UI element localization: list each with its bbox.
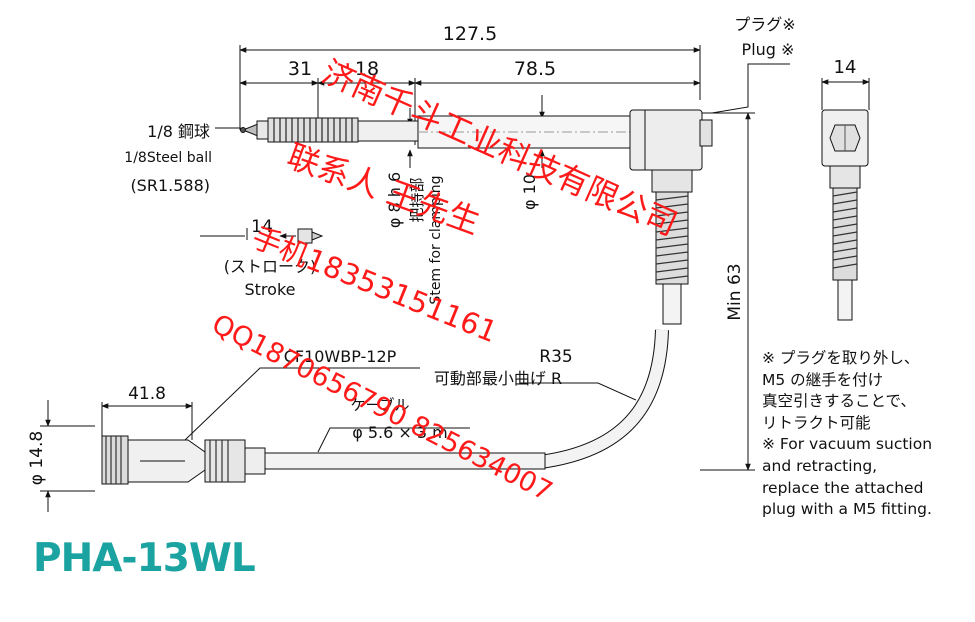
- dim-phi-8h6: φ 8 h 6: [385, 172, 404, 228]
- dim-31: 31: [288, 58, 312, 80]
- clamp-label-en: Stem for clamping: [428, 175, 444, 304]
- dim-41-8: 41.8: [128, 384, 166, 404]
- watermark-line-2: 联系人 王先生: [282, 137, 485, 242]
- clamp-label-jp: 把持部: [408, 177, 426, 222]
- cable-spec: φ 5.6 × 3 m: [352, 423, 448, 442]
- note-line: and retracting,: [762, 456, 878, 475]
- note-line: リトラクト可能: [762, 413, 871, 432]
- plug-label-en: Plug ※: [742, 40, 795, 59]
- probe-body: [101, 109, 713, 485]
- dim-18: 18: [355, 58, 379, 80]
- connector-label: CF10WBP-12P: [284, 347, 397, 366]
- model-name: PHA-13WL: [33, 536, 256, 581]
- steel-ball-sr: (SR1.588): [130, 176, 210, 195]
- stroke-label-en: Stroke: [245, 280, 296, 299]
- note-line: ※ プラグを取り外し、: [762, 349, 920, 367]
- dim-stroke-14: 14: [251, 217, 273, 237]
- bend-radius-label: 可動部最小曲げ R: [434, 369, 562, 388]
- dim-phi-10: φ 10: [520, 174, 539, 210]
- dim-overall-length: 127.5: [443, 23, 497, 45]
- side-view: [821, 109, 869, 321]
- note-line: ※ For vacuum suction: [762, 435, 933, 454]
- note-line: replace the attached: [762, 478, 924, 497]
- note-line: plug with a M5 fitting.: [762, 500, 932, 519]
- steel-ball-label-en: 1/8Steel ball: [124, 150, 212, 166]
- dim-min-63: Min 63: [725, 263, 745, 320]
- steel-ball-label-jp: 1/8 鋼球: [147, 122, 210, 141]
- cable-label: ケーブル: [350, 396, 409, 414]
- plug-label-jp: プラグ※: [734, 15, 795, 34]
- dim-width-14: 14: [834, 57, 857, 78]
- note-line: 真空引きすることで、: [762, 392, 916, 411]
- watermark-line-4: QQ1870656790 825634007: [207, 309, 557, 508]
- stroke-label-jp: (ストローク): [224, 257, 317, 276]
- dim-r35: R35: [539, 347, 572, 367]
- dim-78-5: 78.5: [514, 58, 556, 80]
- vacuum-note: ※ プラグを取り外し、 M5 の継手を付け 真空引きすることで、 リトラクト可能…: [762, 348, 972, 521]
- note-line: M5 の継手を付け: [762, 370, 884, 389]
- dimension-lines: [40, 45, 870, 512]
- dim-phi-14-8: φ 14.8: [27, 431, 47, 485]
